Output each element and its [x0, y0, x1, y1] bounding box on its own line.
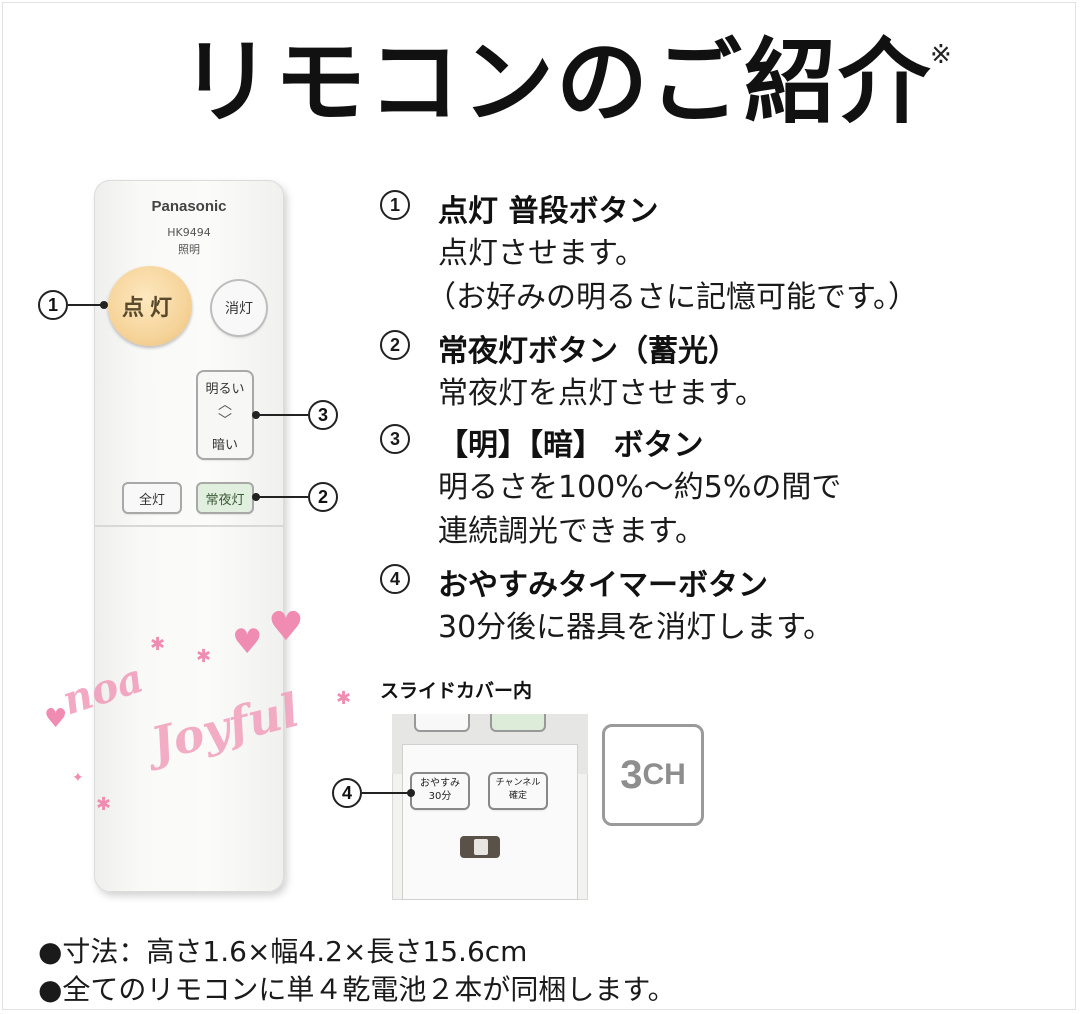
chevron-up-icon: ︿: [218, 397, 232, 413]
remote-model-number: HK9494: [167, 226, 211, 239]
description-4-heading: おやすみタイマーボタン: [438, 568, 768, 603]
brightness-down-label: 暗い: [211, 438, 238, 453]
badge-number: 3: [620, 752, 643, 797]
inset-full-light-button: [416, 714, 468, 730]
heart-icon: ♥: [44, 704, 68, 734]
channel-label-2: 確定: [508, 791, 527, 801]
description-4-line-1: 30分後に器具を消灯します。: [438, 610, 834, 645]
chevron-down-icon: ﹀: [218, 413, 232, 429]
channel-confirm-button[interactable]: チャンネル 確定: [490, 774, 546, 808]
description-1-line-2: （お好みの明るさに記憶可能です。）: [426, 280, 918, 315]
sleep-timer-label-1: おやすみ: [420, 778, 460, 789]
description-3-line-1: 明るさを100%～約5%の間で: [438, 470, 842, 505]
inset-inner-panel: [402, 744, 578, 900]
footer-battery-note: ●全てのリモコンに単４乾電池２本が同梱します。: [38, 973, 676, 1006]
callout-1-leader: [68, 304, 104, 306]
sparkle-icon: ✱: [150, 634, 166, 655]
sparkle-icon: ✦: [72, 770, 84, 786]
slide-cover-photo: [392, 714, 588, 900]
night-light-button[interactable]: 常夜灯: [198, 484, 252, 512]
callout-2: 2: [308, 482, 338, 512]
light-off-button[interactable]: 消灯: [212, 281, 266, 335]
description-3-line-2: 連続調光できます。: [438, 514, 705, 549]
callout-2-leader: [256, 496, 308, 498]
heart-icon: ♥: [268, 604, 304, 650]
full-light-button[interactable]: 全灯: [124, 484, 180, 512]
remote-model-sub: 照明: [178, 243, 200, 256]
callout-4-leader: [362, 792, 412, 794]
description-2-number: 2: [380, 330, 410, 360]
callout-3: 3: [308, 400, 338, 430]
callout-1-dot: [100, 301, 108, 309]
footer-dimensions: ●寸法：高さ1.6×幅4.2×長さ15.6cm: [38, 935, 528, 968]
slide-cover-label: スライドカバー内: [380, 680, 533, 702]
sleep-timer-label-2: 30分: [428, 791, 452, 802]
title-footnote-mark: ※: [930, 40, 952, 70]
remote-brand-logo: Panasonic: [151, 198, 227, 215]
sparkle-icon: ✱: [96, 794, 112, 815]
sleep-timer-button[interactable]: おやすみ 30分: [412, 774, 468, 808]
brightness-button[interactable]: 明るい ︿ ﹀ 暗い: [198, 372, 252, 458]
callout-2-dot: [252, 493, 260, 501]
description-3-heading: 【明】【暗】 ボタン: [438, 428, 704, 463]
description-3-number: 3: [380, 424, 410, 454]
callout-4-dot: [407, 789, 415, 797]
channel-label-1: チャンネル: [495, 778, 541, 788]
callout-1: 1: [38, 290, 68, 320]
light-on-button[interactable]: 点灯: [108, 266, 192, 346]
sparkle-icon: ✱: [336, 688, 352, 709]
slide-switch-knob[interactable]: [474, 839, 488, 855]
description-2-line-1: 常夜灯を点灯させます。: [438, 376, 765, 411]
callout-4: 4: [332, 778, 362, 808]
callout-3-dot: [252, 411, 260, 419]
page-title: リモコンのご紹介: [180, 29, 933, 136]
inset-night-light-button: [492, 714, 544, 730]
description-1-heading: 点灯 普段ボタン: [438, 194, 659, 229]
sparkle-icon: ✱: [196, 646, 212, 667]
slide-cover-seam: [94, 525, 284, 527]
description-4-number: 4: [380, 564, 410, 594]
badge-suffix: CH: [642, 758, 686, 791]
description-1-number: 1: [380, 190, 410, 220]
description-2-heading: 常夜灯ボタン（蓄光）: [438, 334, 738, 369]
heart-icon: ♥: [232, 622, 263, 662]
description-1-line-1: 点灯させます。: [438, 236, 645, 271]
callout-3-leader: [256, 414, 308, 416]
brightness-up-label: 明るい: [205, 382, 245, 397]
